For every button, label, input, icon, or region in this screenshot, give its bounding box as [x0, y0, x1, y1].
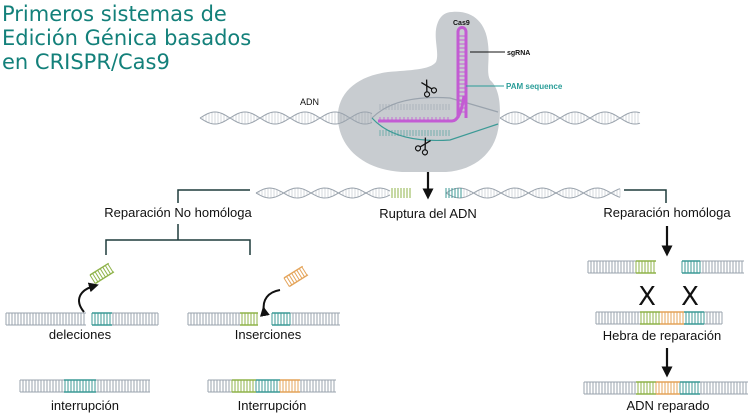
pam-label: PAM sequence [506, 82, 563, 91]
reparado-label: ADN reparado [626, 398, 709, 413]
scissors-icon-top [421, 79, 438, 98]
deleciones-label: deleciones [49, 327, 112, 342]
sgrna-label: sgRNA [507, 50, 530, 57]
curved-arrow-right [259, 289, 281, 317]
no-homologa-label: Reparación No homóloga [104, 205, 252, 220]
page-title: Primeros sistemas de Edición Génica basa… [2, 2, 322, 74]
broken-left-helix [255, 187, 391, 199]
ladder-homologa-left [587, 260, 656, 274]
ruptura-label: Ruptura del ADN [379, 206, 477, 221]
adn-label: ADN [300, 97, 319, 107]
ladder-inserciones-right [271, 312, 340, 326]
dna-bubble [371, 96, 499, 142]
branch-left [177, 189, 250, 203]
broken-right-helix [445, 187, 621, 199]
branch-right [624, 189, 667, 203]
cas9-label: Cas9 [453, 20, 470, 27]
ladder-homologa-right [681, 260, 744, 274]
sgrna-guide [378, 95, 466, 123]
dna-ladders [5, 260, 748, 395]
interrupcion-upper-label: Interrupción [238, 398, 307, 413]
target-dna-helix [199, 96, 641, 142]
ladder-hebra [595, 311, 723, 325]
fragment-orange [283, 265, 309, 288]
ladder-inserciones-left [187, 312, 258, 326]
broken-dna-helix [255, 187, 621, 199]
ladder-deleciones-left [5, 312, 86, 326]
interrupcion-lower-label: interrupción [51, 398, 119, 413]
cross-mark-left: X [638, 282, 656, 312]
curved-arrow-left [78, 282, 99, 313]
dna-right-helix [499, 111, 641, 125]
cas9-complex [337, 11, 500, 172]
inserciones-label: Inserciones [235, 327, 302, 342]
title-line-1: Primeros sistemas de [2, 2, 227, 26]
cross-mark-right: X [681, 282, 699, 312]
split-bracket [105, 224, 251, 255]
homologa-label: Reparación homóloga [603, 205, 731, 220]
dna-left-helix [199, 111, 373, 125]
sgrna-strand [456, 26, 468, 118]
title-line-3: en CRISPR/Cas9 [2, 50, 170, 74]
ladder-deleciones-right [91, 312, 159, 326]
scissors-icon-bottom [414, 137, 431, 156]
title-line-2: Edición Génica basados [2, 26, 252, 50]
ladder-interrupcion-upper [207, 379, 336, 393]
fragment-green [89, 262, 115, 285]
hebra-label: Hebra de reparación [603, 328, 722, 343]
ladder-interrupcion-lower [19, 379, 150, 393]
ladder-reparado [583, 381, 748, 395]
